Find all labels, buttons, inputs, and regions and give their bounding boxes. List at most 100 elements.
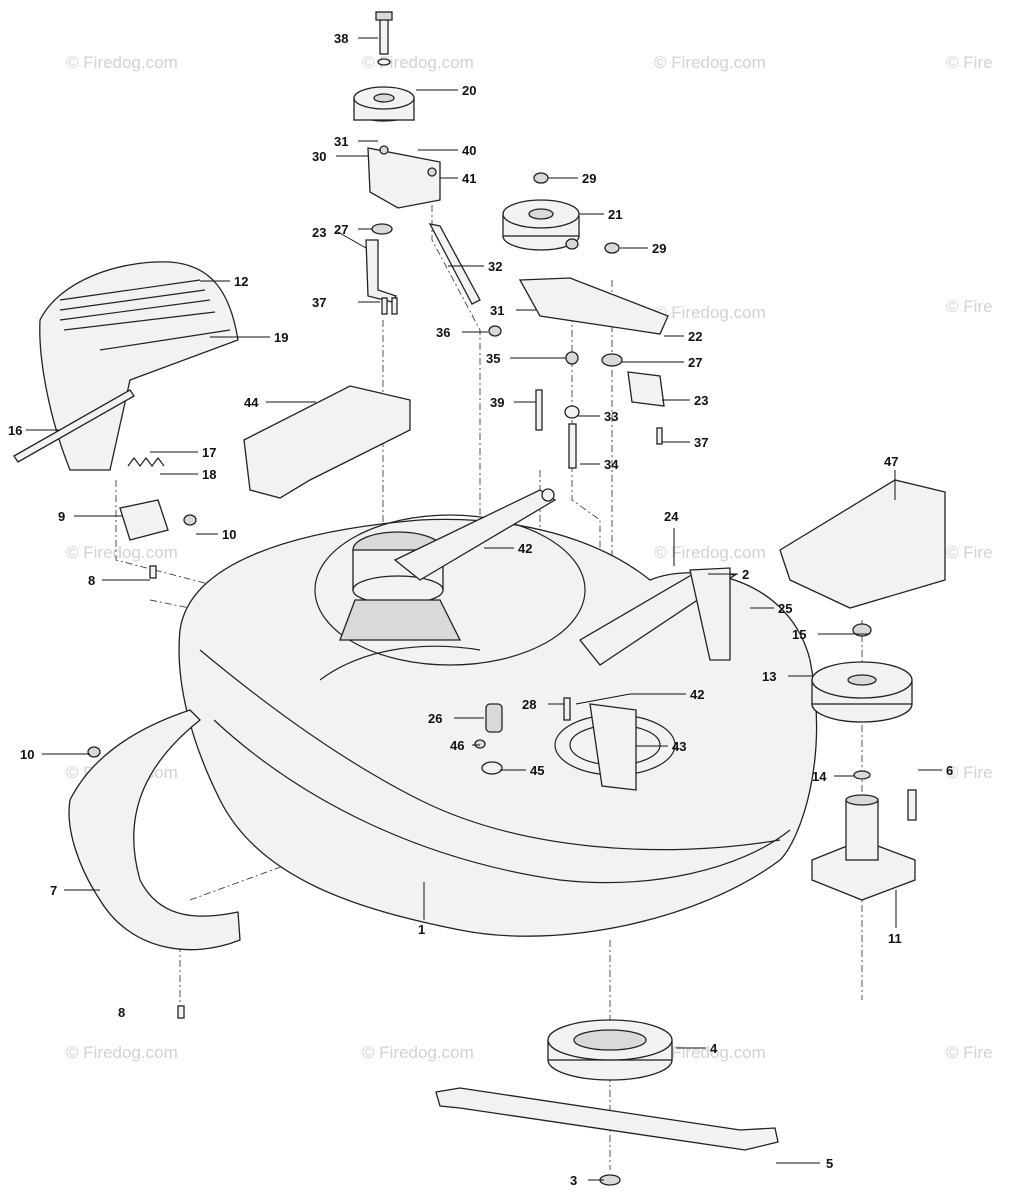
pivot-rod-16 — [13, 389, 135, 463]
callout-29: 29 — [652, 241, 666, 256]
shield-47 — [779, 479, 946, 609]
callout-35: 35 — [486, 351, 500, 366]
callout-22: 22 — [688, 329, 702, 344]
bolt-6 — [907, 789, 917, 821]
callout-13: 13 — [762, 669, 776, 684]
callout-11: 11 — [888, 931, 902, 946]
callout-8: 8 — [88, 573, 95, 588]
nut-10 — [87, 746, 101, 758]
callout-38: 38 — [334, 31, 348, 46]
nut — [565, 238, 579, 250]
callout-10: 10 — [222, 527, 236, 542]
callout-20: 20 — [462, 83, 476, 98]
callout-26: 26 — [428, 711, 442, 726]
callout-12: 12 — [234, 274, 248, 289]
callout-30: 30 — [312, 149, 326, 164]
bolts-37 — [381, 297, 398, 315]
nut-15 — [852, 623, 872, 637]
callout-2: 2 — [742, 567, 749, 582]
callout-16: 16 — [8, 423, 22, 438]
nut-46 — [474, 739, 486, 749]
callout-37: 37 — [694, 435, 708, 450]
watermark: © Fire — [946, 1043, 993, 1062]
idler-arm — [579, 567, 737, 666]
nut-29 — [604, 242, 620, 254]
idler-pulley-21 — [502, 199, 580, 251]
callout-8: 8 — [118, 1005, 125, 1020]
link-rod-32 — [428, 223, 481, 305]
bolt-38 — [375, 11, 393, 66]
callout-1: 1 — [418, 922, 425, 937]
nut-36 — [488, 325, 502, 337]
pulley-bracket-30 — [367, 145, 441, 209]
side-guard-7 — [68, 709, 241, 951]
callout-41: 41 — [462, 171, 476, 186]
callout-18: 18 — [202, 467, 216, 482]
watermark: © Firedog.com — [362, 1043, 474, 1062]
nut-29 — [533, 172, 549, 184]
leader-lines — [26, 37, 942, 1181]
shield-44 — [243, 385, 411, 499]
callout-9: 9 — [58, 509, 65, 524]
callout-23: 23 — [312, 225, 326, 240]
callout-5: 5 — [826, 1156, 833, 1171]
blade-adapter-4 — [547, 1019, 673, 1081]
callout-36: 36 — [436, 325, 450, 340]
callout-3: 3 — [570, 1173, 577, 1188]
bolt-28 — [563, 697, 571, 721]
callout-39: 39 — [490, 395, 504, 410]
callout-23: 23 — [694, 393, 708, 408]
stud-45 — [481, 761, 503, 775]
spacer-35 — [565, 351, 579, 365]
pulley-bracket-22 — [518, 277, 669, 335]
watermark: © Firedog.com — [66, 1043, 178, 1062]
callout-31: 31 — [490, 303, 504, 318]
callout-17: 17 — [202, 445, 216, 460]
part-callouts: 38 20 31 30 40 41 27 23 37 32 36 35 39 2… — [8, 31, 953, 1188]
nut-10 — [183, 514, 197, 526]
washer-27 — [371, 223, 393, 235]
bolt-8 — [177, 1005, 185, 1019]
callout-4: 4 — [710, 1041, 718, 1056]
watermark: © Fire — [946, 543, 993, 562]
watermark: © Fire — [946, 297, 993, 316]
callout-43: 43 — [672, 739, 686, 754]
bushing-33 — [564, 405, 580, 419]
watermark: © Firedog.com — [362, 53, 474, 72]
callout-34: 34 — [604, 457, 619, 472]
callout-10: 10 — [20, 747, 34, 762]
callout-33: 33 — [604, 409, 618, 424]
watermark: © Firedog.com — [66, 53, 178, 72]
callout-32: 32 — [488, 259, 502, 274]
idler-pulley-20 — [353, 86, 415, 122]
bolt-37 — [656, 427, 663, 445]
watermark: © Firedog.com — [654, 53, 766, 72]
callout-14: 14 — [812, 769, 827, 784]
watermark: © Fire — [946, 53, 993, 72]
bolt-8 — [149, 565, 157, 579]
blade-pulley-13 — [811, 661, 913, 723]
watermark: © Firedog.com — [66, 543, 178, 562]
bolt-34 — [568, 423, 577, 469]
watermark: © Firedog.com — [654, 543, 766, 562]
center-spindle-assembly — [339, 531, 462, 641]
bolt-39 — [535, 389, 543, 431]
bracket-9 — [119, 499, 169, 541]
callout-44: 44 — [244, 395, 259, 410]
callout-21: 21 — [608, 207, 622, 222]
spindle-housing-11 — [811, 794, 916, 901]
washer-27 — [601, 353, 623, 367]
callout-27: 27 — [688, 355, 702, 370]
tension-arm — [393, 488, 557, 581]
callout-42: 42 — [690, 687, 704, 702]
callout-24: 24 — [664, 509, 679, 524]
deflector-cover-12 — [39, 261, 239, 471]
callout-37: 37 — [312, 295, 326, 310]
callout-27: 27 — [334, 222, 348, 237]
callout-40: 40 — [462, 143, 476, 158]
spring-17 — [127, 457, 165, 467]
callout-47: 47 — [884, 454, 898, 469]
watermark: © Fire — [946, 763, 993, 782]
blade-5 — [435, 1087, 779, 1151]
bracket-43 — [589, 703, 637, 791]
